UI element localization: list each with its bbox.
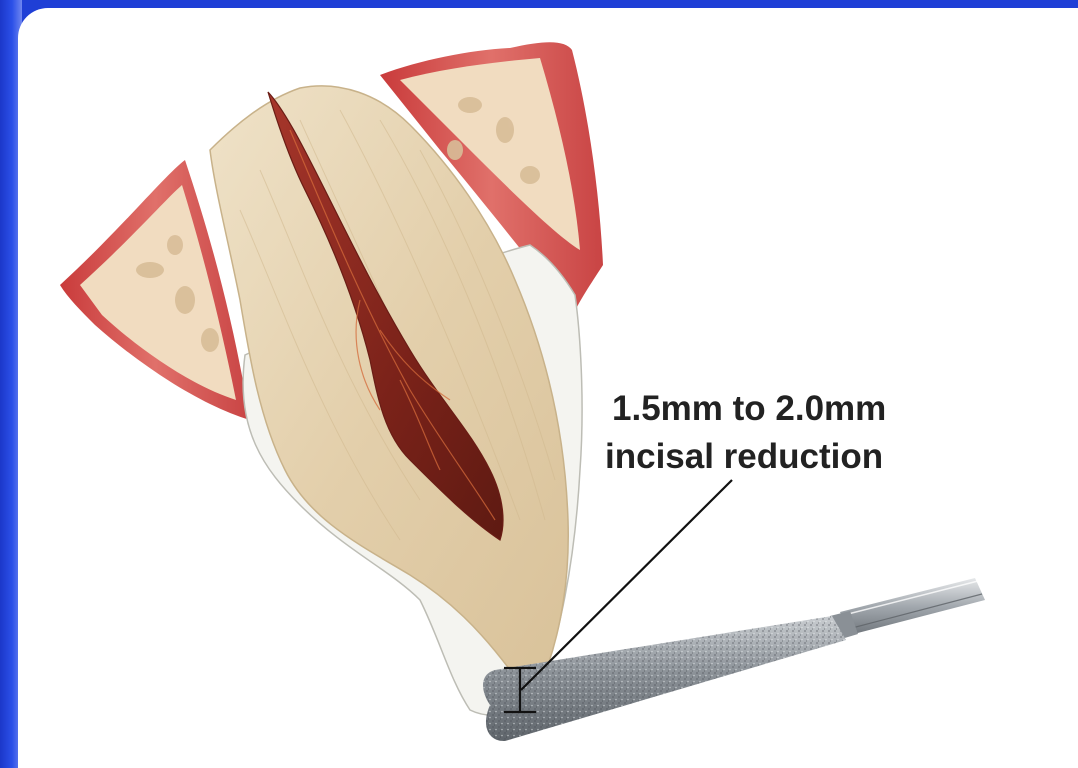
annotation-line-1: 1.5mm to 2.0mm [612,389,886,428]
bur-shank [840,578,985,635]
annotation-line-2: incisal reduction [605,437,883,476]
